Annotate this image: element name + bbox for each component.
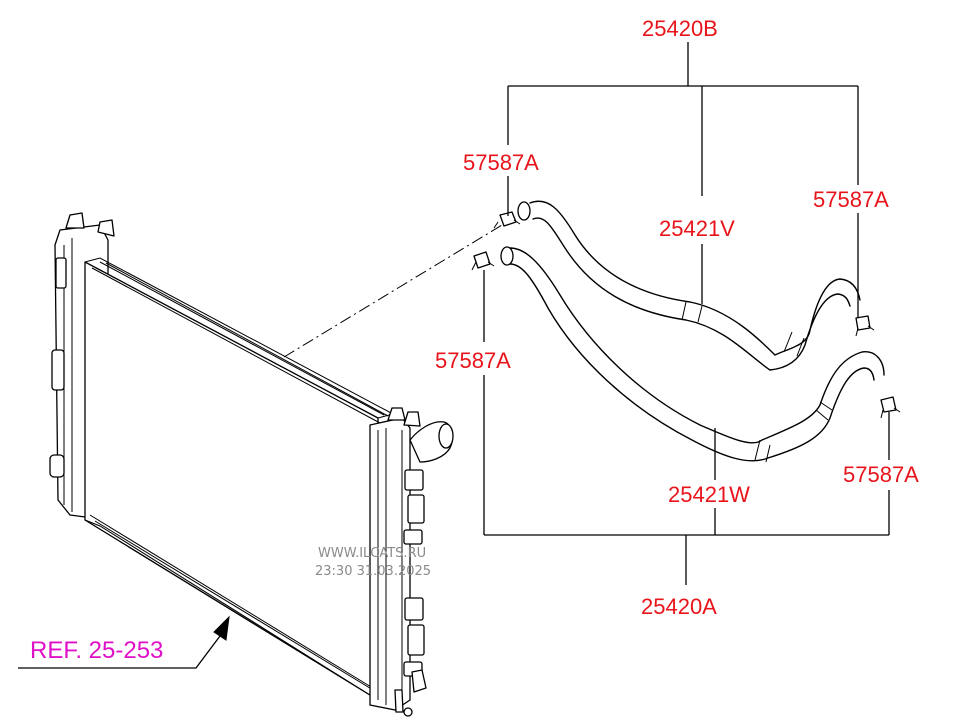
- label-57587A-upper-right[interactable]: 57587A: [813, 187, 889, 212]
- radiator-drawing: [49, 212, 454, 717]
- label-25421V[interactable]: 25421V: [659, 216, 735, 241]
- watermark-site: WWW.ILCATS.RU: [318, 546, 426, 561]
- hose-25421W-drawing: [500, 246, 885, 463]
- label-57587A-lower-right[interactable]: 57587A: [843, 462, 919, 487]
- label-25420A[interactable]: 25420A: [641, 594, 717, 619]
- hose-25421V-drawing: [517, 200, 861, 371]
- label-57587A-upper-left[interactable]: 57587A: [463, 150, 539, 175]
- label-57587A-lower-left[interactable]: 57587A: [435, 348, 511, 373]
- watermark-datetime: 23:30 31.03.2025: [315, 564, 431, 579]
- clamp-drawing: [471, 211, 901, 419]
- label-25420B[interactable]: 25420B: [642, 16, 718, 41]
- leader-lines: [18, 42, 890, 669]
- label-25421W[interactable]: 25421W: [668, 482, 750, 507]
- alignment-line: [283, 224, 503, 358]
- reference-label[interactable]: REF. 25-253: [30, 637, 163, 664]
